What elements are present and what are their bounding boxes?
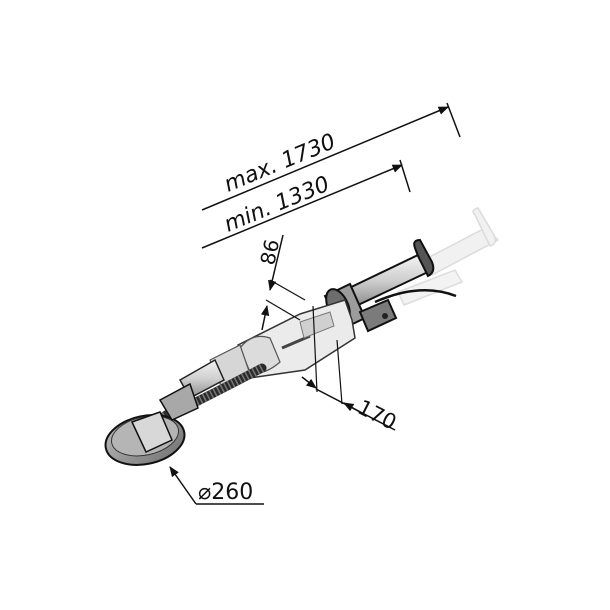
dimension-pad-diameter: ⌀260 (169, 466, 264, 505)
sanding-head (104, 382, 199, 466)
motor-body (209, 299, 356, 389)
motor-height-label: 86 (255, 237, 284, 267)
extended-handle-ghost (396, 207, 500, 306)
dimension-motor-height: 86 (255, 234, 306, 331)
pad-diameter-label: ⌀260 (198, 480, 253, 505)
